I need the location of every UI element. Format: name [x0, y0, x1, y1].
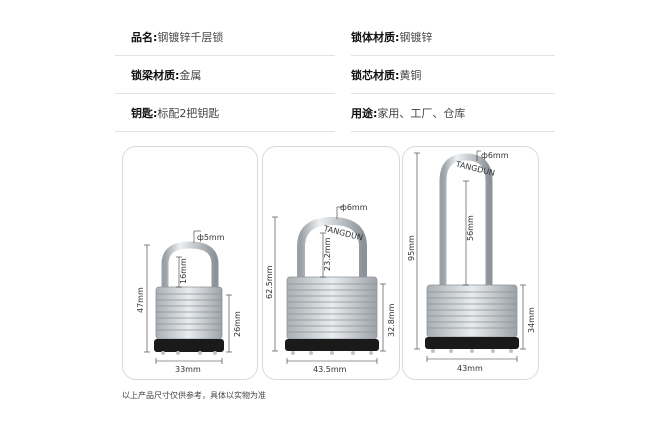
spec-cell: 用途:家用、工厂、仓库 — [351, 94, 555, 132]
rubber-base — [154, 339, 224, 352]
body-height-label: 34mm — [527, 307, 536, 333]
width-label: 33mm — [175, 365, 201, 374]
shackle — [297, 216, 367, 277]
shackle — [161, 241, 219, 287]
spec-key: 锁体材质: — [351, 31, 400, 44]
spec-value: 钢镀锌 — [399, 31, 433, 44]
spec-value: 家用、工厂、仓库 — [377, 107, 466, 120]
base-rivets — [431, 349, 513, 353]
divider — [351, 55, 555, 56]
lock-panel-medium: TANGDUN ф6mm 23.2mm 62.5mm 32.8mm 43.5mm — [262, 146, 400, 380]
lock-panel-small: ф5mm 16mm 47mm 26mm 33mm — [122, 146, 258, 380]
dimension-lines — [414, 150, 526, 362]
padlock-long-illustration: TANGDUN ф6mm 56mm 95mm 34mm 43mm — [407, 150, 536, 373]
rubber-base — [285, 339, 379, 351]
shackle-diameter-label: ф6mm — [340, 203, 368, 212]
rubber-base — [425, 337, 519, 349]
total-height-label: 95mm — [407, 235, 416, 261]
spec-value: 金属 — [179, 69, 202, 82]
spec-key: 钥匙: — [131, 107, 158, 120]
spec-row: 钥匙:标配2把钥匙 用途:家用、工厂、仓库 — [115, 94, 555, 132]
lamination-lines — [156, 293, 222, 331]
divider — [351, 93, 555, 94]
spec-value: 钢镀锌千层锁 — [157, 31, 224, 44]
divider — [115, 55, 335, 56]
divider — [115, 131, 335, 132]
shackle-engraving: TANGDUN — [454, 159, 496, 178]
lamination-lines — [427, 291, 517, 329]
disclaimer-note: 以上产品尺寸仅供参考，具体以实物为准 — [122, 391, 266, 400]
lock-panel-long: TANGDUN ф6mm 56mm 95mm 34mm 43mm — [402, 146, 539, 380]
shackle-diameter-label: ф5mm — [197, 233, 225, 242]
padlock-small-illustration: ф5mm 16mm 47mm 26mm 33mm — [136, 230, 242, 374]
spec-key: 锁芯材质: — [351, 69, 400, 82]
lock-body — [426, 284, 518, 338]
shackle — [439, 153, 493, 285]
base-rivets — [291, 351, 373, 355]
spec-key: 锁梁材质: — [131, 69, 180, 82]
spec-cell: 锁芯材质:黄铜 — [351, 56, 555, 94]
spec-cell: 锁梁材质:金属 — [131, 56, 336, 94]
padlock-medium-illustration: TANGDUN ф6mm 23.2mm 62.5mm 32.8mm 43.5mm — [265, 203, 396, 374]
total-height-label: 47mm — [136, 287, 145, 313]
width-label: 43.5mm — [313, 365, 347, 374]
body-height-label: 32.8mm — [387, 303, 396, 337]
body-height-label: 26mm — [233, 311, 242, 337]
spec-key: 品名: — [131, 31, 158, 44]
spec-row: 锁梁材质:金属 锁芯材质:黄铜 — [115, 56, 555, 94]
divider — [115, 93, 335, 94]
spec-cell: 钥匙:标配2把钥匙 — [131, 94, 336, 132]
shackle-height-label: 23.2mm — [323, 237, 332, 271]
spec-cell: 锁体材质:钢镀锌 — [351, 18, 555, 56]
spec-value: 标配2把钥匙 — [157, 107, 220, 120]
divider — [351, 131, 555, 132]
width-label: 43mm — [457, 364, 483, 373]
spec-value: 黄铜 — [399, 69, 422, 82]
dimension-lines — [272, 206, 386, 364]
total-height-label: 62.5mm — [265, 265, 274, 299]
lamination-lines — [287, 283, 377, 333]
spec-row: 品名:钢镀锌千层锁 锁体材质:钢镀锌 — [115, 18, 555, 56]
lock-body — [155, 286, 223, 340]
base-rivets — [161, 351, 217, 355]
shackle-height-label: 56mm — [466, 215, 475, 241]
shackle-height-label: 16mm — [179, 258, 188, 284]
spec-cell: 品名:钢镀锌千层锁 — [131, 18, 336, 56]
spec-key: 用途: — [351, 107, 378, 120]
dimension-lines — [144, 230, 232, 364]
shackle-diameter-label: ф6mm — [481, 151, 509, 160]
